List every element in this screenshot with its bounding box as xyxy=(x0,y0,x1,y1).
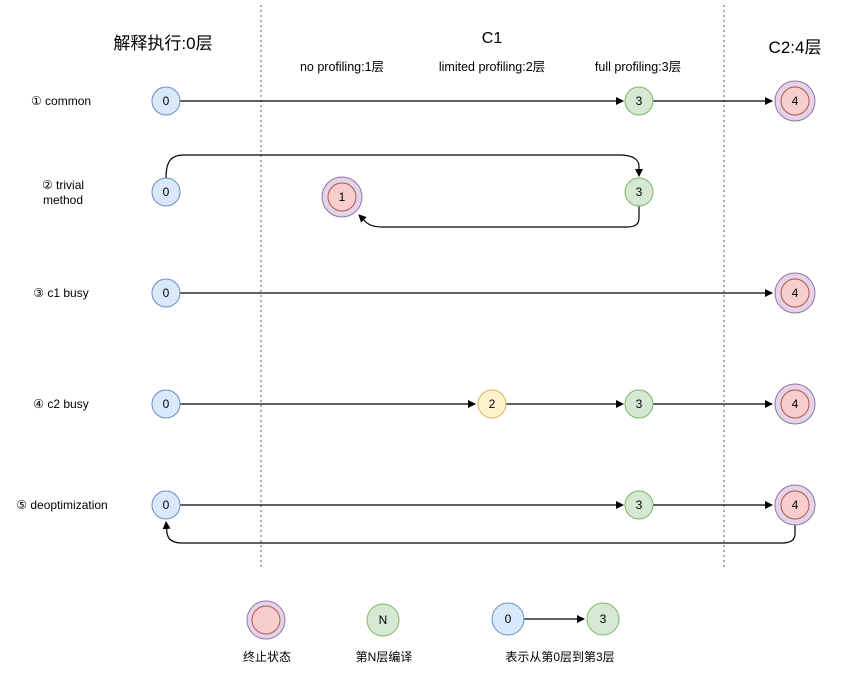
node-common-4-label: 4 xyxy=(792,94,799,108)
legend-terminal-label: 终止状态 xyxy=(242,650,292,664)
subheader-full-profiling: full profiling:3层 xyxy=(594,60,682,74)
edge-trivial-3-1 xyxy=(358,206,640,228)
node-trivial-3 xyxy=(624,177,654,207)
row-label-c2-busy: ④ c2 busy xyxy=(33,397,89,411)
node-deopt-0-label: 0 xyxy=(163,498,170,512)
node-common-0-label: 0 xyxy=(163,94,170,108)
header-c1: C1 xyxy=(481,30,503,47)
node-trivial-0 xyxy=(151,177,181,207)
legend-transition-label: 表示从第0层到第3层 xyxy=(505,650,615,664)
node-c2busy-4-label: 4 xyxy=(792,397,799,411)
node-c2busy-0 xyxy=(151,389,181,419)
edge-deopt-4-0 xyxy=(162,521,796,544)
node-c2busy-3 xyxy=(624,389,654,419)
node-trivial-1-label: 1 xyxy=(339,190,346,204)
header-interpreted: 解释执行:0层 xyxy=(113,34,213,53)
legend-from-node-label: 0 xyxy=(505,612,512,626)
legend-to-node-label: 3 xyxy=(600,612,607,626)
row-label-deoptimization: ⑤ deoptimization xyxy=(16,498,108,512)
legend-terminal-icon xyxy=(251,605,281,635)
legend-compile-label: 第N层编译 xyxy=(355,650,413,664)
legend-compile-node-icon xyxy=(366,603,400,637)
node-c2busy-4 xyxy=(780,389,810,419)
node-trivial-1 xyxy=(327,182,357,212)
subheader-no-profiling: no profiling:1层 xyxy=(299,60,385,74)
legend-compile-node-label: N xyxy=(379,613,388,627)
node-c2busy-2 xyxy=(477,389,507,419)
node-trivial-0-label: 0 xyxy=(163,185,170,199)
node-c1busy-4-label: 4 xyxy=(792,286,799,300)
edge-trivial-0-3 xyxy=(165,154,643,179)
legend-to-node-icon xyxy=(586,602,620,636)
node-common-3 xyxy=(624,86,654,116)
legend-from-node-icon xyxy=(491,602,525,636)
node-common-3-label: 3 xyxy=(636,94,643,108)
node-c1busy-0-label: 0 xyxy=(163,286,170,300)
node-deopt-4 xyxy=(780,490,810,520)
node-deopt-3-label: 3 xyxy=(636,498,643,512)
node-c2busy-3-label: 3 xyxy=(636,397,643,411)
node-c2busy-2-label: 2 xyxy=(489,397,496,411)
node-c1busy-0 xyxy=(151,278,181,308)
row-label-c1-busy: ③ c1 busy xyxy=(33,286,89,300)
node-common-4 xyxy=(780,86,810,116)
header-c2: C2:4层 xyxy=(768,38,822,57)
node-c1busy-4 xyxy=(780,278,810,308)
node-deopt-0 xyxy=(151,490,181,520)
node-trivial-3-label: 3 xyxy=(636,185,643,199)
node-c2busy-0-label: 0 xyxy=(163,397,170,411)
subheader-limited-profiling: limited profiling:2层 xyxy=(438,60,546,74)
row-label-trivial-method: ② trivial method xyxy=(41,178,85,207)
node-deopt-4-label: 4 xyxy=(792,498,799,512)
row-label-common: ① common xyxy=(30,94,92,108)
node-deopt-3 xyxy=(624,490,654,520)
node-common-0 xyxy=(151,86,181,116)
